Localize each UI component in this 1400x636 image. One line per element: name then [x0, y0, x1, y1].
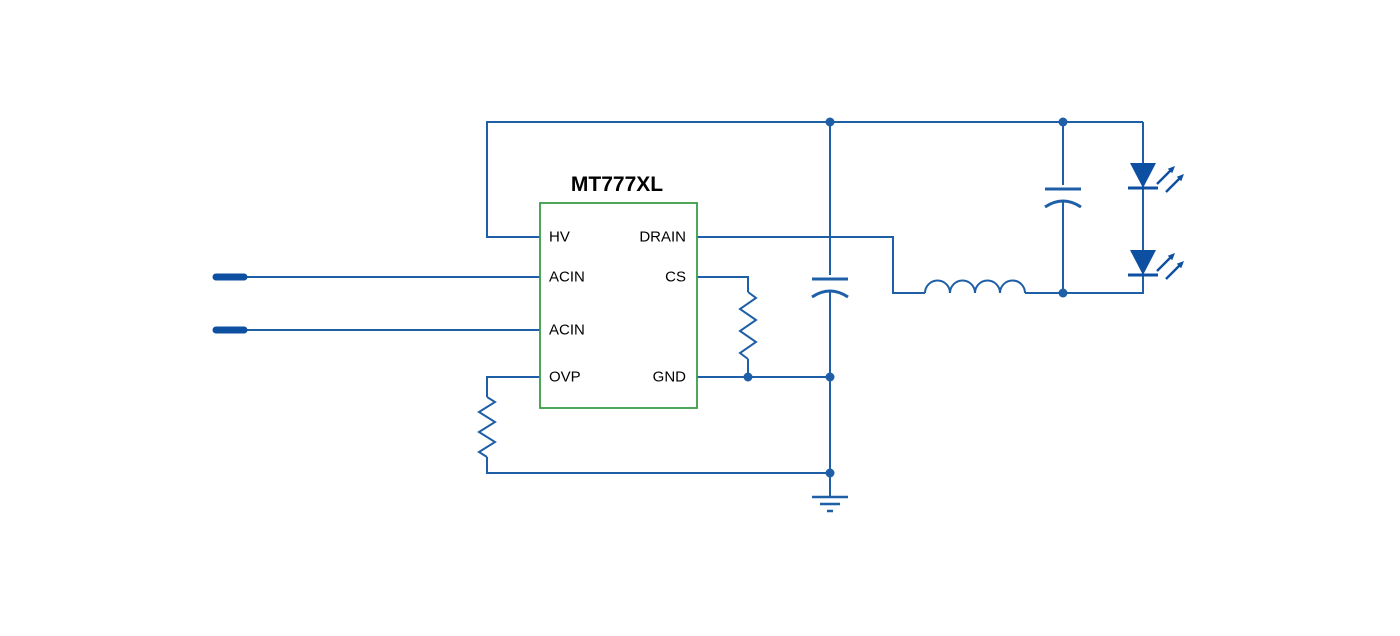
led-1 — [1128, 163, 1184, 193]
led-1-anode-triangle — [1130, 163, 1156, 188]
pin-label-gnd: GND — [653, 369, 687, 386]
ic-mt777xl: MT777XL HV ACIN ACIN OVP DRAIN CS GND — [539, 173, 698, 409]
led-1-emission-arrow-2 — [1165, 176, 1182, 193]
led-1-emission-arrowhead-2 — [1176, 174, 1184, 182]
wire-ovp — [486, 376, 540, 397]
junction-dot — [825, 372, 835, 382]
pin-label-ovp: OVP — [549, 369, 581, 386]
junction-dot — [825, 468, 835, 478]
ac-input-terminals — [212, 273, 248, 334]
resistor-ovp — [477, 396, 497, 458]
led-1-emission-arrow-1 — [1156, 168, 1173, 185]
ic-title: MT777XL — [571, 173, 663, 196]
led-2-emission-arrow-2 — [1165, 263, 1182, 280]
wire-drain — [697, 236, 925, 294]
pin-label-drain: DRAIN — [639, 229, 686, 246]
led-2 — [1128, 250, 1184, 280]
junction-dots — [743, 117, 1068, 478]
led-2-anode-triangle — [1130, 250, 1156, 275]
wire-ovp-bottom-rail — [486, 457, 830, 474]
junction-dot — [825, 117, 835, 127]
junction-dot — [743, 372, 753, 382]
resistor-cs — [738, 291, 758, 360]
pin-label-cs: CS — [665, 269, 686, 286]
pin-label-acin-2: ACIN — [549, 322, 585, 339]
wires — [246, 121, 1144, 496]
capacitor-bus — [811, 277, 849, 299]
pin-label-hv: HV — [549, 229, 570, 246]
wire-hv-top-rail — [486, 121, 1143, 238]
led-2-emission-arrow-1 — [1156, 255, 1173, 272]
pin-label-acin-1: ACIN — [549, 269, 585, 286]
inductor — [924, 279, 1026, 294]
led-2-emission-arrowhead-1 — [1167, 253, 1175, 261]
ic-body — [539, 202, 698, 409]
junction-dot — [1058, 117, 1068, 127]
led-1-emission-arrowhead-1 — [1167, 166, 1175, 174]
capacitor-output-plate-bottom — [1044, 199, 1082, 209]
led-2-emission-arrowhead-2 — [1176, 261, 1184, 269]
wire-cs — [697, 276, 749, 292]
junction-dot — [1058, 288, 1068, 298]
wire-led-branch — [1025, 122, 1144, 294]
capacitor-output — [1044, 187, 1082, 209]
ground-symbol — [812, 495, 848, 513]
capacitor-bus-plate-bottom — [811, 289, 849, 299]
